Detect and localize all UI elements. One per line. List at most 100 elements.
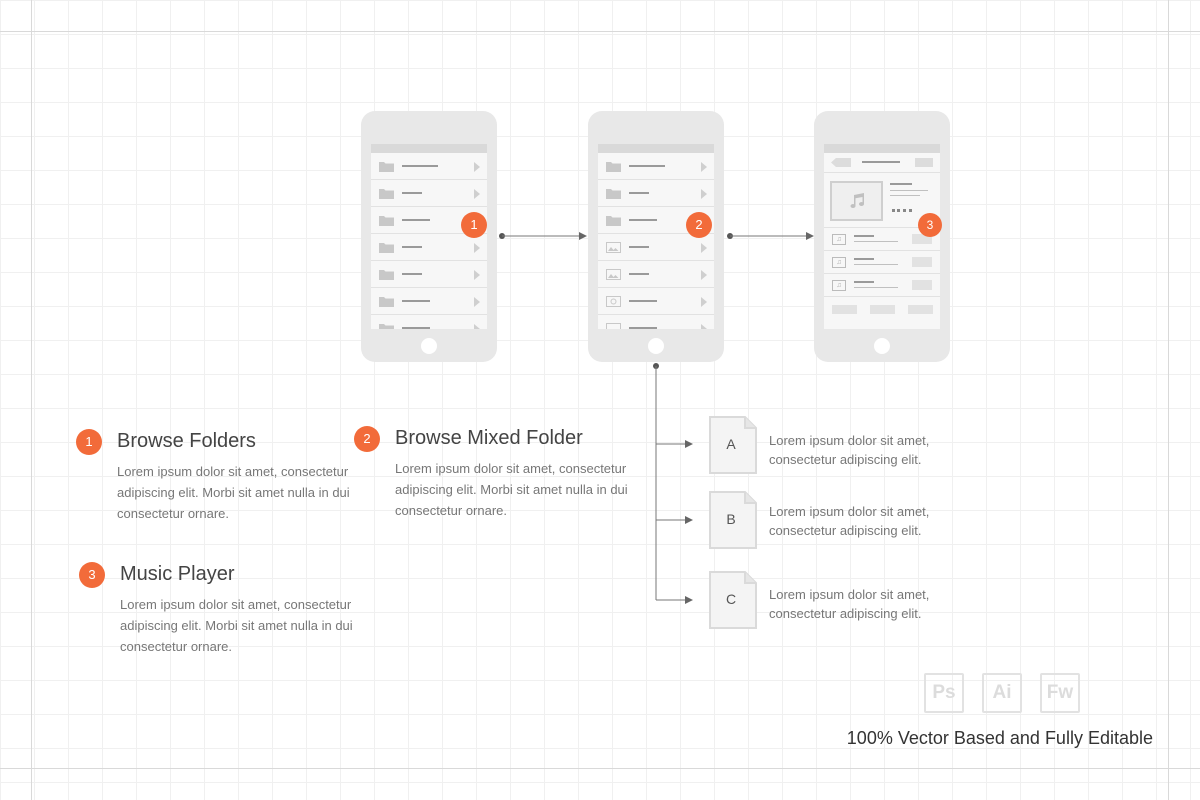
control-button[interactable] [908, 305, 933, 314]
control-button[interactable] [870, 305, 895, 314]
document-icon [709, 416, 757, 474]
file-a: A [709, 416, 757, 474]
back-arrow-icon[interactable] [831, 158, 851, 167]
chevron-right-icon [701, 324, 707, 329]
chevron-right-icon [701, 162, 707, 172]
status-bar [598, 144, 714, 153]
list-item[interactable] [371, 261, 487, 288]
frame-line-bottom [0, 768, 1200, 769]
folder-icon [379, 297, 394, 307]
step-badge-3: 3 [918, 213, 942, 237]
chevron-right-icon [474, 162, 480, 172]
control-button[interactable] [832, 305, 857, 314]
track-icon: ♫ [832, 234, 846, 245]
section-description: Lorem ipsum dolor sit amet, consectetur … [395, 461, 628, 518]
status-bar [371, 144, 487, 153]
file-description: Lorem ipsum dolor sit amet, consectetur … [769, 587, 930, 621]
tagline: 100% Vector Based and Fully Editable [846, 728, 1153, 748]
chevron-right-icon [474, 297, 480, 307]
music-note-icon [850, 193, 865, 209]
folder-icon [379, 216, 394, 226]
chevron-right-icon [701, 270, 707, 280]
phone-screen: ♫ ♫ ♫ [824, 144, 940, 329]
list-item[interactable] [371, 153, 487, 180]
file-letter: A [726, 436, 736, 452]
chevron-right-icon [474, 324, 480, 329]
frame-line-top [0, 31, 1200, 32]
phone-browse-folders [361, 111, 497, 362]
list-item[interactable] [371, 234, 487, 261]
section-badge-3: 3 [79, 562, 105, 588]
section-music-player: Music Player Lorem ipsum dolor sit amet,… [120, 563, 380, 657]
step-badge-1: 1 [461, 212, 487, 238]
track-row[interactable]: ♫ [824, 228, 940, 251]
section-title: Browse Mixed Folder [395, 427, 583, 449]
track-row[interactable]: ♫ [824, 251, 940, 274]
file-description: Lorem ipsum dolor sit amet, consectetur … [769, 504, 930, 538]
menu-button[interactable] [915, 158, 933, 167]
section-title: Music Player [120, 563, 235, 585]
home-button[interactable] [421, 338, 437, 354]
file-letter: B [726, 511, 736, 527]
connector-1-to-2 [499, 232, 587, 240]
list-item[interactable] [598, 153, 714, 180]
list-item[interactable] [598, 315, 714, 329]
track-icon: ♫ [832, 257, 846, 268]
folder-icon [379, 162, 394, 172]
player-header [824, 153, 940, 173]
chevron-right-icon [474, 189, 480, 199]
progress-dots [892, 209, 912, 212]
home-button[interactable] [874, 338, 890, 354]
folder-icon [379, 243, 394, 253]
video-icon [606, 296, 621, 307]
image-icon [606, 242, 621, 253]
chevron-right-icon [474, 270, 480, 280]
folder-icon [379, 324, 394, 329]
chevron-right-icon [474, 243, 480, 253]
folder-icon [379, 270, 394, 280]
list-item[interactable] [598, 234, 714, 261]
track-icon: ♫ [832, 280, 846, 291]
list-item[interactable] [371, 180, 487, 207]
image-icon [606, 269, 621, 280]
folder-icon [606, 189, 621, 199]
status-bar [824, 144, 940, 153]
list-item[interactable] [598, 180, 714, 207]
folder-icon [606, 162, 621, 172]
list-item[interactable] [371, 315, 487, 329]
chevron-right-icon [701, 243, 707, 253]
list-item[interactable] [371, 288, 487, 315]
connector-2-to-files [653, 363, 693, 604]
chevron-right-icon [701, 297, 707, 307]
section-badge-2: 2 [354, 426, 380, 452]
album-section [824, 173, 940, 228]
section-browse-mixed-folder: Browse Mixed Folder Lorem ipsum dolor si… [395, 427, 635, 521]
section-description: Lorem ipsum dolor sit amet, consectetur … [117, 464, 350, 521]
document-icon [709, 491, 757, 549]
list-item[interactable] [598, 288, 714, 315]
section-badge-1: 1 [76, 429, 102, 455]
frame-line-right [1168, 0, 1169, 800]
list-item[interactable] [598, 261, 714, 288]
document-icon [709, 571, 757, 629]
connector-2-to-3 [727, 232, 814, 240]
file-description: Lorem ipsum dolor sit amet, consectetur … [769, 433, 930, 467]
file-c: C [709, 571, 757, 629]
track-row[interactable]: ♫ [824, 274, 940, 297]
folder-icon [379, 189, 394, 199]
file-b: B [709, 491, 757, 549]
folder-icon [606, 216, 621, 226]
album-art [830, 181, 883, 221]
step-badge-2: 2 [686, 212, 712, 238]
section-browse-folders: Browse Folders Lorem ipsum dolor sit ame… [117, 430, 377, 524]
home-button[interactable] [648, 338, 664, 354]
chevron-right-icon [701, 189, 707, 199]
frame-line-left [31, 0, 32, 800]
file-letter: C [725, 591, 737, 607]
illustrator-icon: Ai [982, 673, 1022, 713]
section-description: Lorem ipsum dolor sit amet, consectetur … [120, 597, 353, 654]
player-controls [824, 297, 940, 319]
photoshop-icon: Ps [924, 673, 964, 713]
section-title: Browse Folders [117, 430, 256, 452]
